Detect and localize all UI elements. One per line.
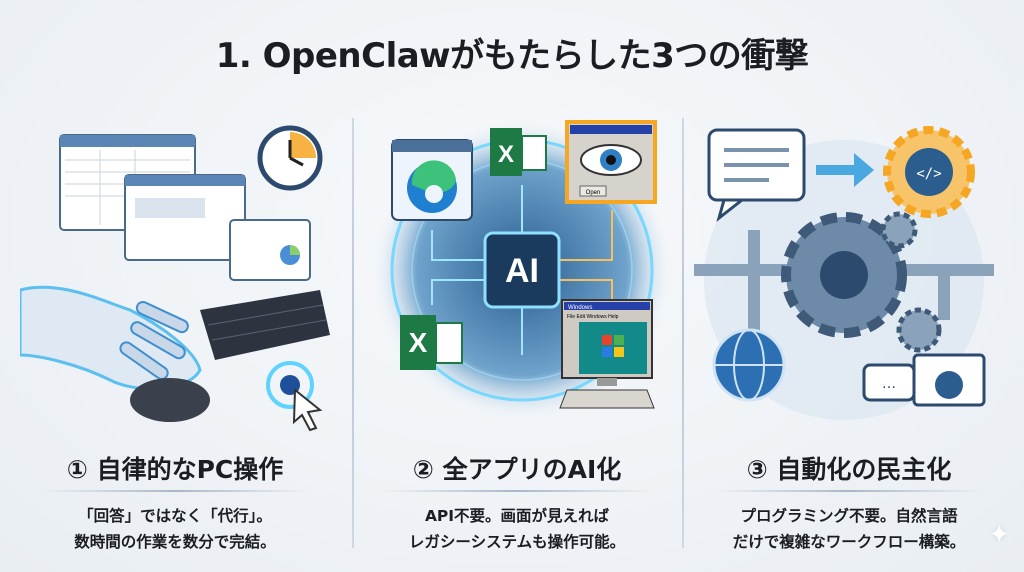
svg-text:Windows: Windows (568, 305, 592, 311)
robot-hand-pc-illustration (20, 125, 330, 432)
svg-text:X: X (498, 141, 514, 168)
edge-browser-icon (391, 139, 473, 221)
chat-code-icon: … (862, 353, 986, 407)
svg-text:File Edit Windows Help: File Edit Windows Help (567, 314, 619, 320)
excel-icon: X (490, 128, 547, 176)
mouse-icon (130, 378, 210, 422)
clock-icon (257, 125, 323, 191)
arrow-right-icon (816, 153, 874, 187)
svg-text:</>: </> (916, 166, 941, 182)
description: 「回答」ではなく「代行」。 数時間の作業を数分で完結。 (10, 503, 340, 555)
description-line: 「回答」ではなく「代行」。 (78, 507, 272, 525)
small-gear-icon (880, 211, 918, 249)
globe-icon (712, 328, 786, 402)
heading-underline (382, 490, 652, 492)
column-autonomous-pc: ① 自律的なPC操作 「回答」ではなく「代行」。 数時間の作業を数分で完結。 (10, 100, 340, 560)
heading-all-apps-ai: ② 全アプリのAI化 (412, 455, 622, 484)
automation-gears-illustration: </> … (694, 126, 994, 420)
description: API不要。画面が見えれば レガシーシステムも操作可能。 (352, 503, 682, 555)
column-divider (352, 118, 354, 548)
robot-hand-icon (20, 285, 202, 391)
vision-dialog-icon: Open (565, 120, 657, 204)
description-line: API不要。画面が見えれば (424, 507, 610, 525)
description-line: プログラミング不要。自然言語 (740, 507, 958, 525)
svg-text:X: X (409, 327, 428, 358)
description: プログラミング不要。自然言語 だけで複雑なワークフロー構築。 (684, 503, 1014, 555)
description-line: 数時間の作業を数分で完結。 (74, 533, 276, 551)
large-gear-icon (781, 212, 907, 338)
column-democratized-automation: </> … ③ 自動化の民主化 プログラミング不要。自然言語 だけで複雑なワーク… (684, 100, 1014, 560)
svg-text:…: … (882, 376, 896, 392)
sparkle-icon: ✦ (988, 520, 1010, 550)
chat-bubble-icon (707, 128, 806, 222)
description-line: レガシーシステムも操作可能。 (408, 533, 626, 551)
page-title: 1. OpenClawがもたらした3つの衝撃 (215, 36, 809, 76)
heading-underline (40, 490, 310, 492)
heading-democratized-automation: ③ 自動化の民主化 (746, 455, 952, 484)
column-divider (682, 118, 684, 548)
heading-autonomous-pc: ① 自律的なPC操作 (66, 455, 284, 484)
cursor-click-icon (266, 361, 323, 432)
open-button-label: Open (586, 190, 601, 196)
description-line: だけで複雑なワークフロー構築。 (732, 533, 966, 551)
column-all-apps-ai: AI X X Open Windows File Edit Windows He… (352, 100, 682, 560)
excel-icon: X (400, 315, 463, 370)
heading-underline (714, 490, 984, 492)
ai-chip-label: AI (505, 252, 539, 290)
code-gear-icon: </> (883, 126, 975, 218)
keyboard-icon (200, 290, 330, 360)
ai-hub-illustration: AI X X Open Windows File Edit Windows He… (372, 120, 672, 420)
legacy-windows-computer-icon: Windows File Edit Windows Help (559, 299, 655, 409)
ai-chip: AI (483, 231, 561, 309)
small-gear-icon (896, 307, 942, 353)
